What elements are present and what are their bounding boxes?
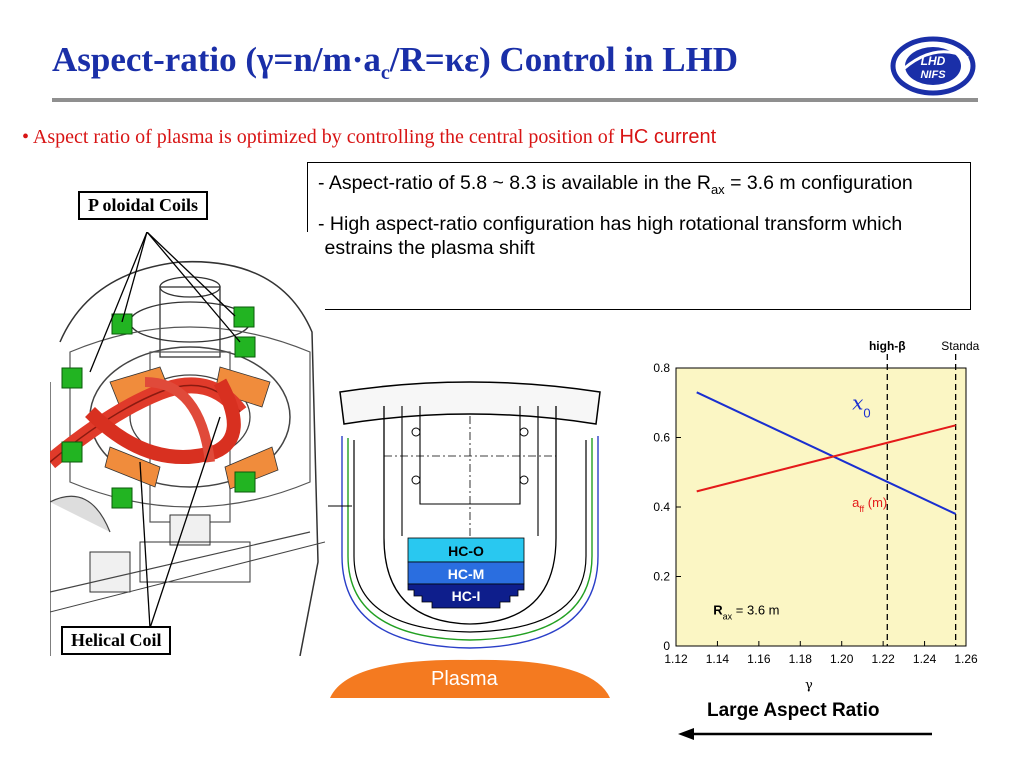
y-tick-label: 0.2 [653, 570, 670, 584]
helical-coil-label: Helical Coil [61, 626, 172, 655]
info-line-1: - Aspect-ratio of 5.8 ~ 8.3 is available… [318, 172, 913, 197]
x-tick-label: 1.18 [789, 652, 813, 666]
x-tick-label: 1.16 [747, 652, 771, 666]
series-label-x0: x0 [852, 391, 871, 421]
info-box: - Aspect-ratio of 5.8 ~ 8.3 is available… [307, 162, 971, 310]
x-tick-label: 1.22 [871, 652, 895, 666]
y-tick-label: 0.8 [653, 361, 670, 375]
hc-m-label: HC-M [448, 566, 485, 582]
vline-label: Standard [941, 339, 980, 353]
info-line-2: - High aspect-ratio configuration has hi… [318, 212, 903, 259]
left-arrow-icon [678, 728, 932, 740]
lhd-nifs-logo: LHD NIFS [890, 36, 976, 96]
hc-i-label: HC-I [452, 588, 481, 604]
x-tick-label: 1.14 [706, 652, 730, 666]
y-tick-label: 0.4 [653, 500, 670, 514]
hc-o-label: HC-O [448, 543, 484, 559]
plasma-label: Plasma [431, 668, 498, 690]
poloidal-coils-label: P oloidal Coils [78, 191, 209, 220]
svg-text:NIFS: NIFS [920, 69, 946, 81]
series-line-aff [696, 424, 956, 493]
y-tick-label: 0 [663, 639, 670, 653]
x-tick-label: 1.24 [913, 652, 937, 666]
x-tick-label: 1.26 [954, 652, 978, 666]
plot-area [675, 367, 967, 647]
aspect-ratio-chart: 0 0.2 0.4 0.6 0.8 1.12 1.14 1.16 1.18 1.20 1.22 1.… [653, 339, 980, 666]
vline-label: high-β [869, 339, 906, 353]
series-label-aff: aff (m) [852, 495, 887, 514]
large-aspect-ratio-label: Large Aspect Ratio [707, 700, 880, 721]
x-tick-label: 1.20 [830, 652, 854, 666]
x-axis-label: γ [805, 678, 813, 693]
x-tick-label: 1.12 [664, 652, 688, 666]
coil-cross-section: HC-O HC-M HC-I [328, 381, 610, 698]
slide-title: Aspect-ratio (γ=n/m·ac/R=κε) Control in … [52, 40, 739, 84]
bullet-aspect-ratio: • Aspect ratio of plasma is optimized by… [22, 126, 717, 148]
y-tick-label: 0.6 [653, 431, 670, 445]
title-divider [52, 98, 978, 102]
rax-annotation: Rax = 3.6 m [713, 603, 779, 622]
lhd-machine-illustration [50, 232, 325, 656]
svg-text:LHD: LHD [921, 54, 946, 68]
series-line-x0 [696, 391, 957, 515]
